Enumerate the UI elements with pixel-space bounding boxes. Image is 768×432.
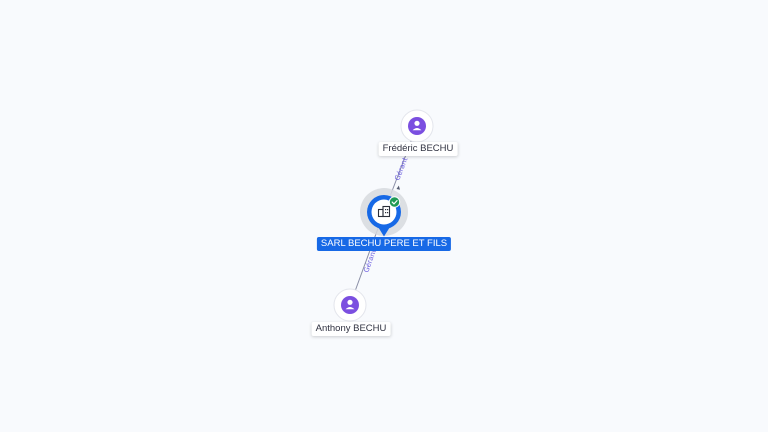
edge-label-top: Gérant [393, 156, 409, 182]
verified-check-icon [388, 196, 401, 208]
edge-label-bottom: Gérant [362, 248, 378, 274]
person-node-anthony[interactable] [333, 288, 367, 322]
edge-arrow-icon [396, 185, 400, 190]
person-icon [341, 296, 359, 314]
person-label-frederic[interactable]: Frédéric BECHU [378, 142, 458, 156]
person-icon [408, 117, 426, 135]
building-icon [377, 205, 391, 218]
company-node[interactable] [360, 188, 408, 237]
company-label[interactable]: SARL BECHU PERE ET FILS [316, 237, 452, 251]
person-label-anthony[interactable]: Anthony BECHU [311, 322, 391, 336]
person-node-frederic[interactable] [400, 109, 434, 143]
